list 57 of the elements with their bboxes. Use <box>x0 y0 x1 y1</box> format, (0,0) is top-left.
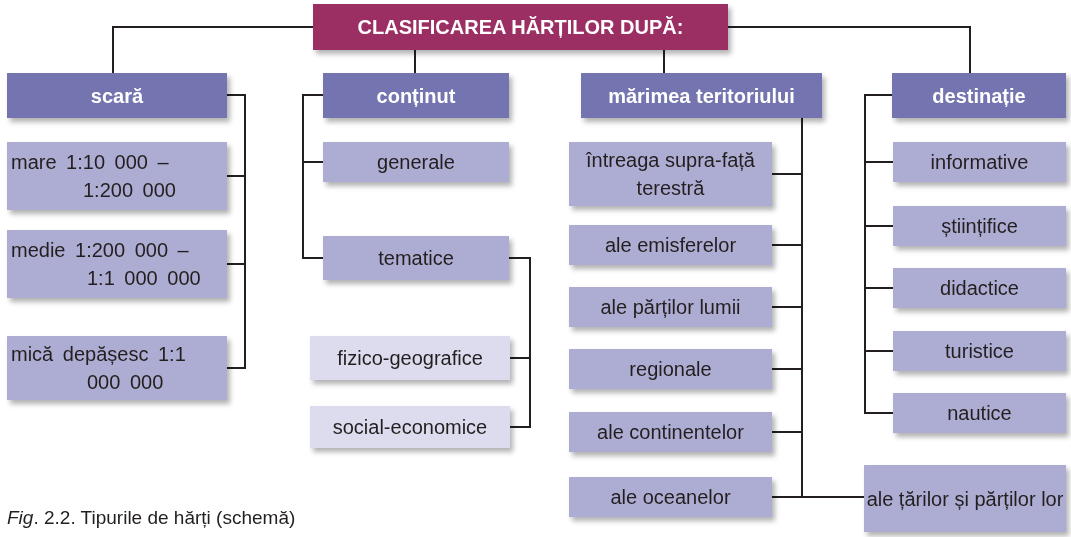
type-box <box>7 142 227 210</box>
node-label: informative <box>930 150 1029 175</box>
node-label: mare 1:10 000 – 1:200 000 <box>10 150 177 203</box>
connector-line <box>226 94 246 369</box>
category-box <box>323 73 509 118</box>
type-box <box>569 477 772 517</box>
node-label: ale emisferelor <box>604 233 737 258</box>
connector-line <box>112 26 314 74</box>
node-label: destinație <box>932 83 1026 109</box>
subtype-box <box>310 336 510 380</box>
node-label: nautice <box>947 401 1012 426</box>
category-box <box>581 73 822 118</box>
category-box <box>892 73 1066 118</box>
node-label: regionale <box>629 357 712 382</box>
node-label: științifice <box>941 214 1018 239</box>
type-box <box>569 142 772 206</box>
node-label: conținut <box>376 83 456 109</box>
type-box <box>893 331 1066 371</box>
node-label: generale <box>377 150 455 175</box>
node-label: mărimea teritoriului <box>608 83 795 109</box>
connector-line <box>508 257 531 428</box>
type-box <box>569 225 772 265</box>
node-label: CLASIFICAREA HĂRȚILOR DUPĂ: <box>357 15 684 40</box>
connector-line <box>302 94 324 259</box>
type-box <box>569 287 772 327</box>
connector-line <box>414 49 416 74</box>
type-box <box>893 268 1066 308</box>
figure-caption: Fig. 2.2. Tipurile de hărți (schemă) <box>7 507 296 529</box>
type-box <box>893 393 1066 433</box>
node-label: fizico-geografice <box>337 346 483 371</box>
title-box <box>313 4 728 50</box>
node-label: medie 1:200 000 – 1:1 000 000 <box>10 238 202 291</box>
connector-line <box>727 26 971 74</box>
type-box <box>7 230 227 298</box>
type-box <box>864 465 1066 532</box>
node-label: scară <box>90 83 144 109</box>
node-label: ale oceanelor <box>610 485 731 510</box>
node-label: mică depășesc 1:1 000 000 <box>10 342 187 395</box>
node-label: turistice <box>945 339 1014 364</box>
type-box <box>323 142 509 182</box>
type-box <box>893 206 1066 246</box>
node-label: didactice <box>940 276 1019 301</box>
node-label: ale continentelor <box>597 420 744 445</box>
node-label: întreaga supra-față terestră <box>585 148 756 201</box>
type-box <box>323 236 509 280</box>
node-label: tematice <box>378 246 454 271</box>
type-box <box>7 336 227 400</box>
node-label: social-economice <box>332 415 488 440</box>
type-box <box>893 142 1066 182</box>
node-label: ale părților lumii <box>600 295 741 320</box>
type-box <box>569 412 772 452</box>
connector-line <box>663 49 665 74</box>
subtype-box <box>310 406 510 448</box>
connector-line <box>864 94 894 414</box>
type-box <box>569 349 772 389</box>
category-box <box>7 73 227 118</box>
node-label: ale țărilor și părților lor <box>866 486 1064 512</box>
